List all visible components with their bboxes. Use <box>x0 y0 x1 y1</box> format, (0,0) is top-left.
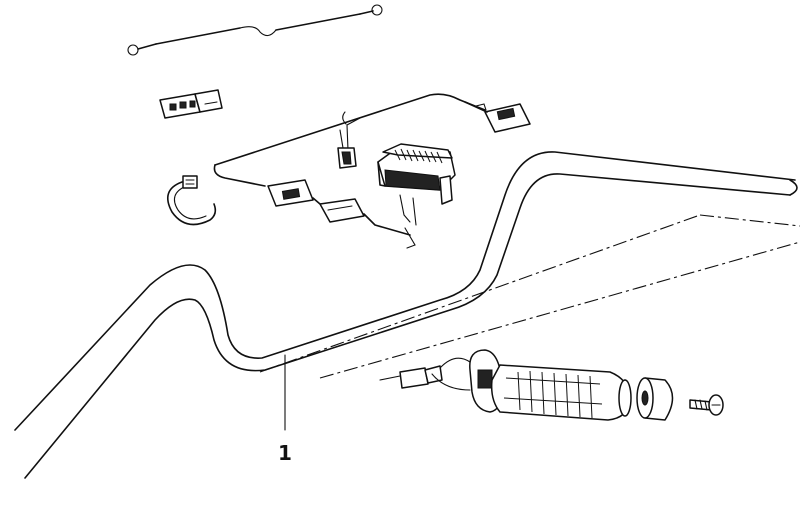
ground-cable[interactable] <box>127 4 383 56</box>
ring-terminal-left <box>127 44 139 56</box>
heated-throttle-grip[interactable] <box>379 349 632 421</box>
assembly-axis-lines <box>259 214 800 379</box>
callout-label-1: 1 <box>278 441 292 465</box>
bar-end-weight[interactable] <box>636 377 674 421</box>
connector-plug[interactable] <box>159 89 223 119</box>
grip-texture <box>503 370 603 419</box>
handlebar[interactable] <box>14 151 798 479</box>
handlebar-switch-unit[interactable] <box>377 143 456 226</box>
end-screw[interactable] <box>689 394 724 416</box>
heated-grip-wiring-harness[interactable] <box>213 93 531 249</box>
cable-clamp[interactable] <box>166 175 217 226</box>
harness-connector-mid <box>319 198 365 223</box>
ring-terminal-right <box>371 4 383 16</box>
